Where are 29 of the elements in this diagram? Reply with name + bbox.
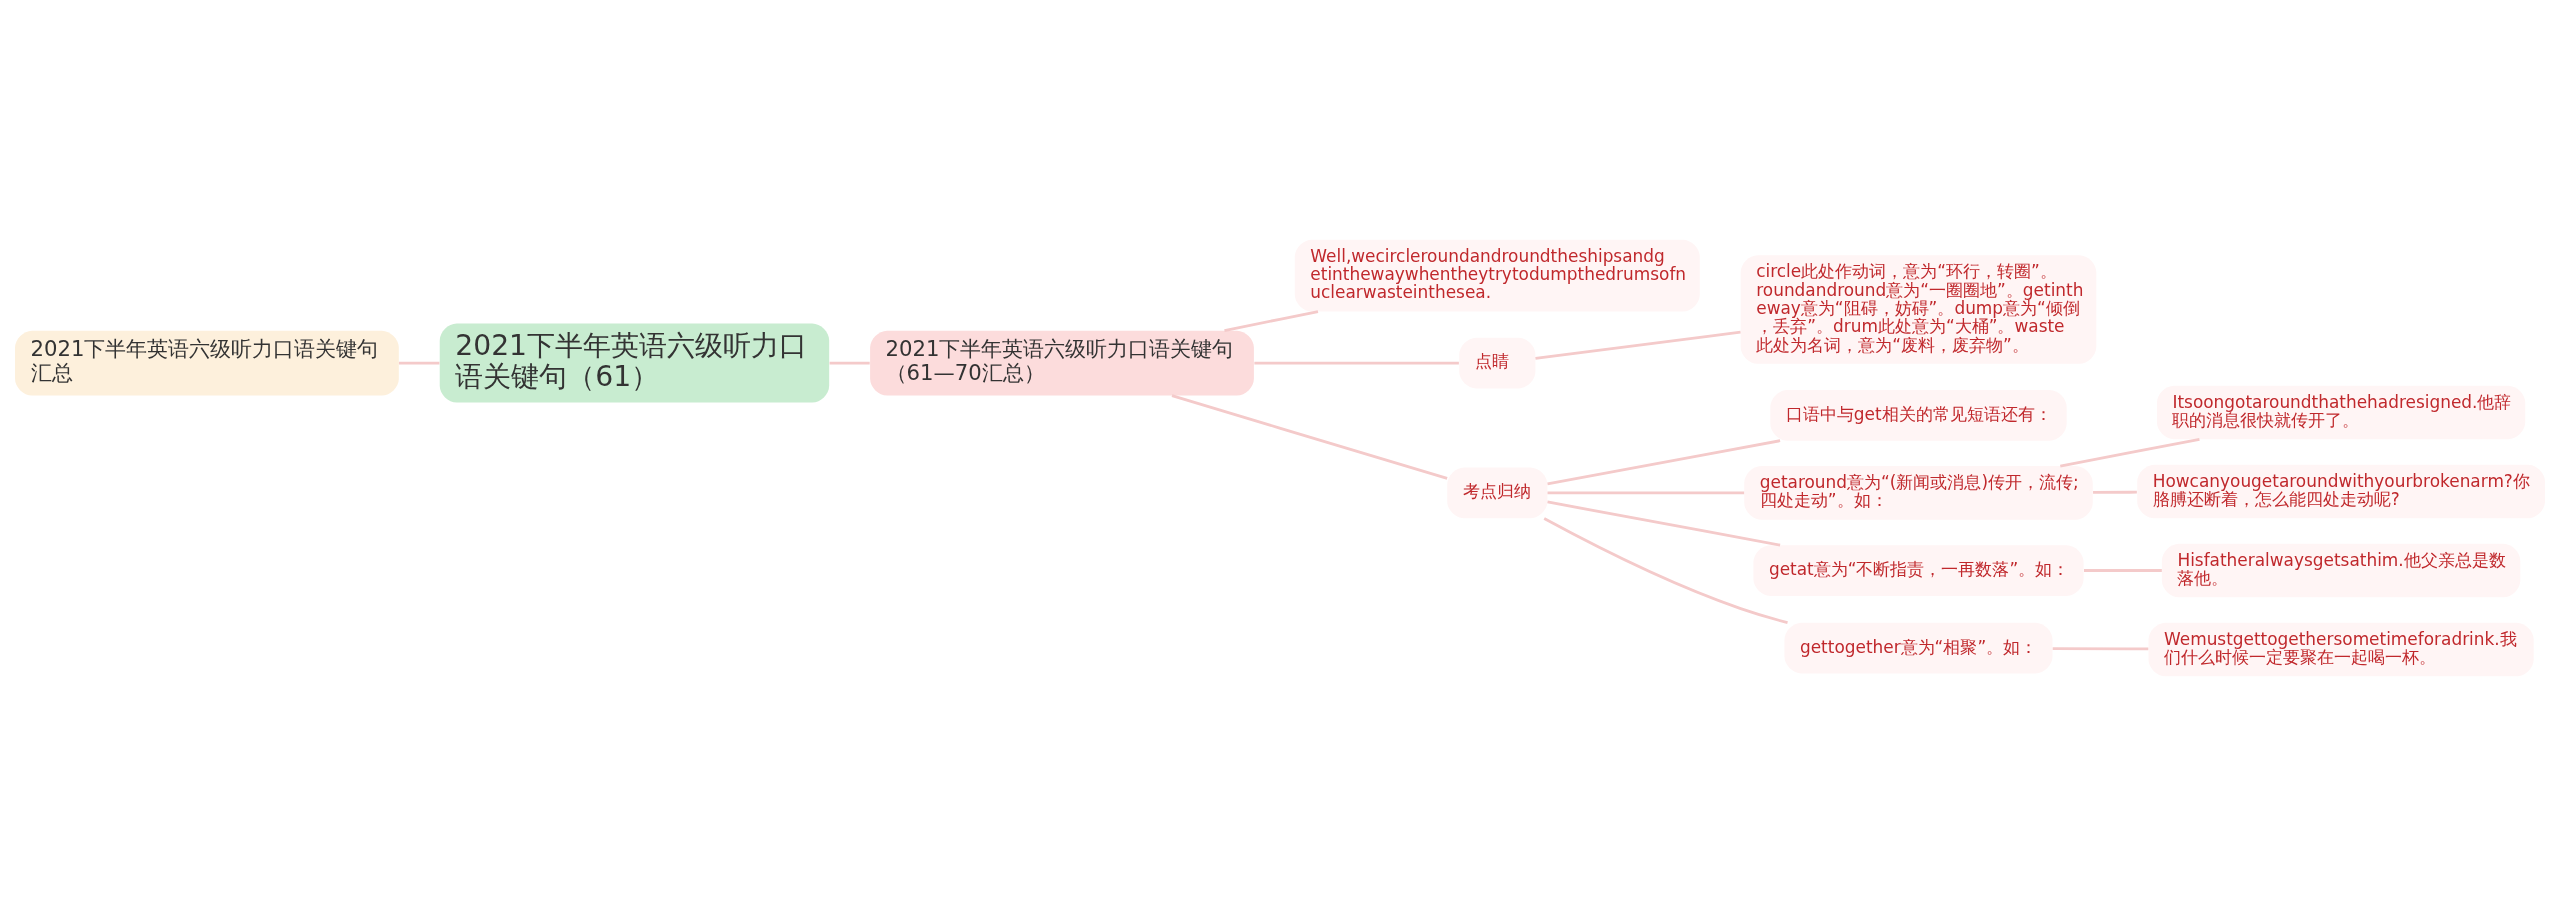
node-box: getat意为“不断指责，一再数落”。如： bbox=[1753, 545, 2084, 596]
connector bbox=[1543, 517, 1788, 624]
node-box: 2021下半年英语六级听力口语关键句汇总 bbox=[15, 330, 399, 396]
connector bbox=[1547, 491, 1745, 495]
connector bbox=[2084, 569, 2162, 572]
node-box: 2021下半年英语六级听力口语关键句（61） bbox=[439, 323, 830, 403]
connector bbox=[1224, 310, 1319, 332]
node-box: 点睛 bbox=[1459, 337, 1536, 389]
node-box: 2021下半年英语六级听力口语关键句（61—70汇总） bbox=[870, 330, 1254, 396]
node-box: getaround意为“(新闻或消息)传开，流传;四处走动”。如： bbox=[1744, 466, 2093, 520]
connector bbox=[1171, 394, 1448, 480]
connector bbox=[1535, 330, 1741, 360]
node-box: Itsoongotaroundthathehadresigned.他辞职的消息很快就传开了。 bbox=[2156, 385, 2526, 440]
node-box: 考点归纳 bbox=[1447, 467, 1548, 519]
connector bbox=[1547, 500, 1781, 547]
node-box: Hisfatheralwaysgetsathim.他父亲总是数落他。 bbox=[2161, 543, 2521, 598]
node-box: gettogether意为“相聚”。如： bbox=[1784, 622, 2053, 674]
connector bbox=[829, 361, 870, 365]
node-box: circle此处作动词，意为“环行，转圈”。roundandround意为“一圈圈地”。getintheway意为“阻碍，妨碍”。dump意为“倾倒，丢弃”。drum此处意为“大桶”。waste此处为名词，意为“废料，废弃物”。 bbox=[1740, 255, 2097, 364]
node-box: Well,wecircleroundandroundtheshipsandgetinthewaywhentheytrytodumpthedrumsofnuclearwasteinthesea. bbox=[1294, 239, 1700, 312]
node-box: 口语中与get相关的常见短语还有： bbox=[1770, 389, 2067, 441]
connector bbox=[2060, 437, 2200, 468]
node-box: Howcanyougetaroundwithyourbrokenarm?你胳膊还断着，怎么能四处走动呢? bbox=[2137, 464, 2545, 519]
node-box: Wemustgettogethersometimeforadrink.我们什么时候一定要聚在一起喝一杯。 bbox=[2148, 622, 2534, 677]
connector bbox=[2052, 647, 2149, 651]
connector bbox=[398, 361, 440, 365]
connector bbox=[2093, 490, 2137, 494]
connector bbox=[1547, 439, 1781, 486]
connector bbox=[1254, 361, 1459, 365]
